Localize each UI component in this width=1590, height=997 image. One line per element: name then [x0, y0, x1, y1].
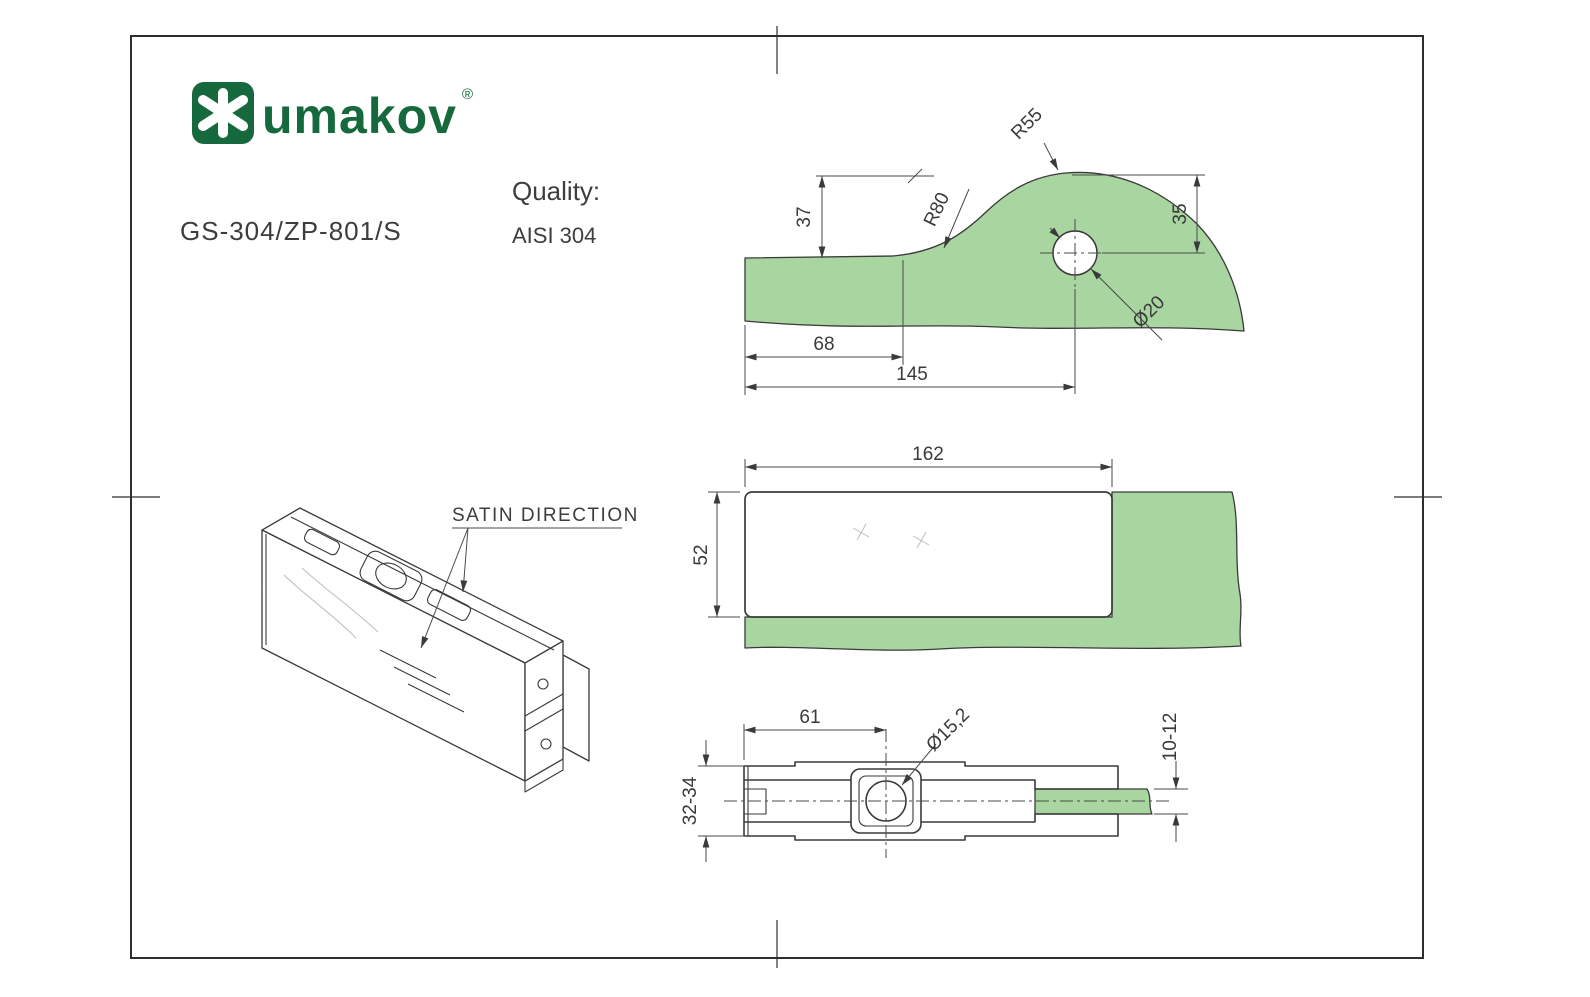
leader-line	[901, 743, 937, 786]
hidden-hole-mark	[852, 523, 870, 541]
end-screw	[537, 678, 549, 690]
product-code: GS-304/ZP-801/S	[180, 216, 402, 246]
dim-label-35: 35	[1170, 203, 1191, 224]
cover-edge-line	[290, 516, 555, 651]
leader-line	[943, 188, 970, 249]
dim-10-12: 10-12	[1154, 713, 1188, 842]
view-glass-corner: Ø20 37 35 R80 R55 68	[744, 104, 1245, 395]
body-outline-top	[744, 761, 1119, 790]
satin-texture-marks	[379, 649, 465, 713]
brand-name: umakov	[262, 88, 457, 144]
dim-label-61: 61	[799, 707, 820, 728]
dim-label-52: 52	[691, 544, 712, 565]
fitting-plate	[744, 491, 1113, 618]
satin-direction-callout: SATIN DIRECTION	[420, 505, 639, 649]
satin-direction-label: SATIN DIRECTION	[452, 505, 639, 526]
dim-label-r80: R80	[920, 189, 954, 230]
brand-logo: umakov ®	[192, 82, 473, 144]
end-glass-slot	[524, 693, 564, 732]
view-section: 61 Ø15,2 32-34 10-12	[680, 704, 1188, 862]
dim-label-10-12: 10-12	[1160, 713, 1181, 762]
hidden-hole-mark	[912, 531, 930, 549]
dim-label-68: 68	[813, 334, 834, 355]
back-plate	[562, 654, 590, 762]
mounting-slot-right	[426, 589, 472, 621]
dim-68: 68	[744, 260, 904, 395]
dim-52: 52	[691, 491, 740, 618]
reflection-lines	[283, 567, 379, 639]
sheet-frame	[112, 26, 1442, 968]
dim-162: 162	[744, 444, 1113, 487]
dim-line	[1090, 268, 1163, 341]
pivot-opening	[359, 550, 423, 602]
dim-61: 61	[743, 707, 886, 760]
dim-145: 145	[745, 364, 1075, 391]
end-face	[524, 640, 564, 782]
dim-label-r55: R55	[1007, 104, 1046, 143]
quality-label: Quality:	[512, 176, 600, 206]
pivot-round	[375, 562, 407, 590]
pivot-square	[359, 550, 423, 602]
dim-label-37: 37	[794, 206, 815, 227]
view-isometric: SATIN DIRECTION	[261, 505, 639, 793]
glass-panel-plan	[744, 491, 1242, 651]
dim-label-d15-2: Ø15,2	[922, 704, 973, 755]
end-screw	[540, 738, 552, 750]
dim-label-32-34: 32-34	[680, 776, 701, 825]
leader-line	[420, 527, 469, 649]
leader-line	[460, 527, 469, 593]
view-plan: 162 52	[691, 444, 1242, 651]
dim-label-162: 162	[912, 444, 944, 465]
leader-line	[1043, 142, 1059, 171]
glass-panel-shape	[744, 171, 1245, 332]
logo-glyph-diag2	[198, 95, 248, 131]
dim-r55: R55	[1007, 104, 1059, 171]
break-slash	[907, 168, 923, 184]
dim-label-145: 145	[896, 364, 928, 385]
bottom-plate-edge	[524, 759, 564, 793]
slot-outline	[303, 528, 341, 556]
slot-outline	[426, 589, 472, 621]
header-block: umakov ® GS-304/ZP-801/S Quality: AISI 3…	[180, 82, 600, 248]
dim-line	[1049, 227, 1061, 239]
dim-35: 35	[1072, 174, 1205, 254]
registered-mark: ®	[462, 86, 473, 103]
quality-value: AISI 304	[512, 223, 596, 248]
body-outline-bottom	[744, 813, 1119, 841]
dim-37: 37	[794, 168, 934, 258]
mounting-slot-left	[303, 528, 341, 556]
logo-mark-icon	[198, 88, 248, 138]
dim-32-34: 32-34	[680, 740, 746, 862]
